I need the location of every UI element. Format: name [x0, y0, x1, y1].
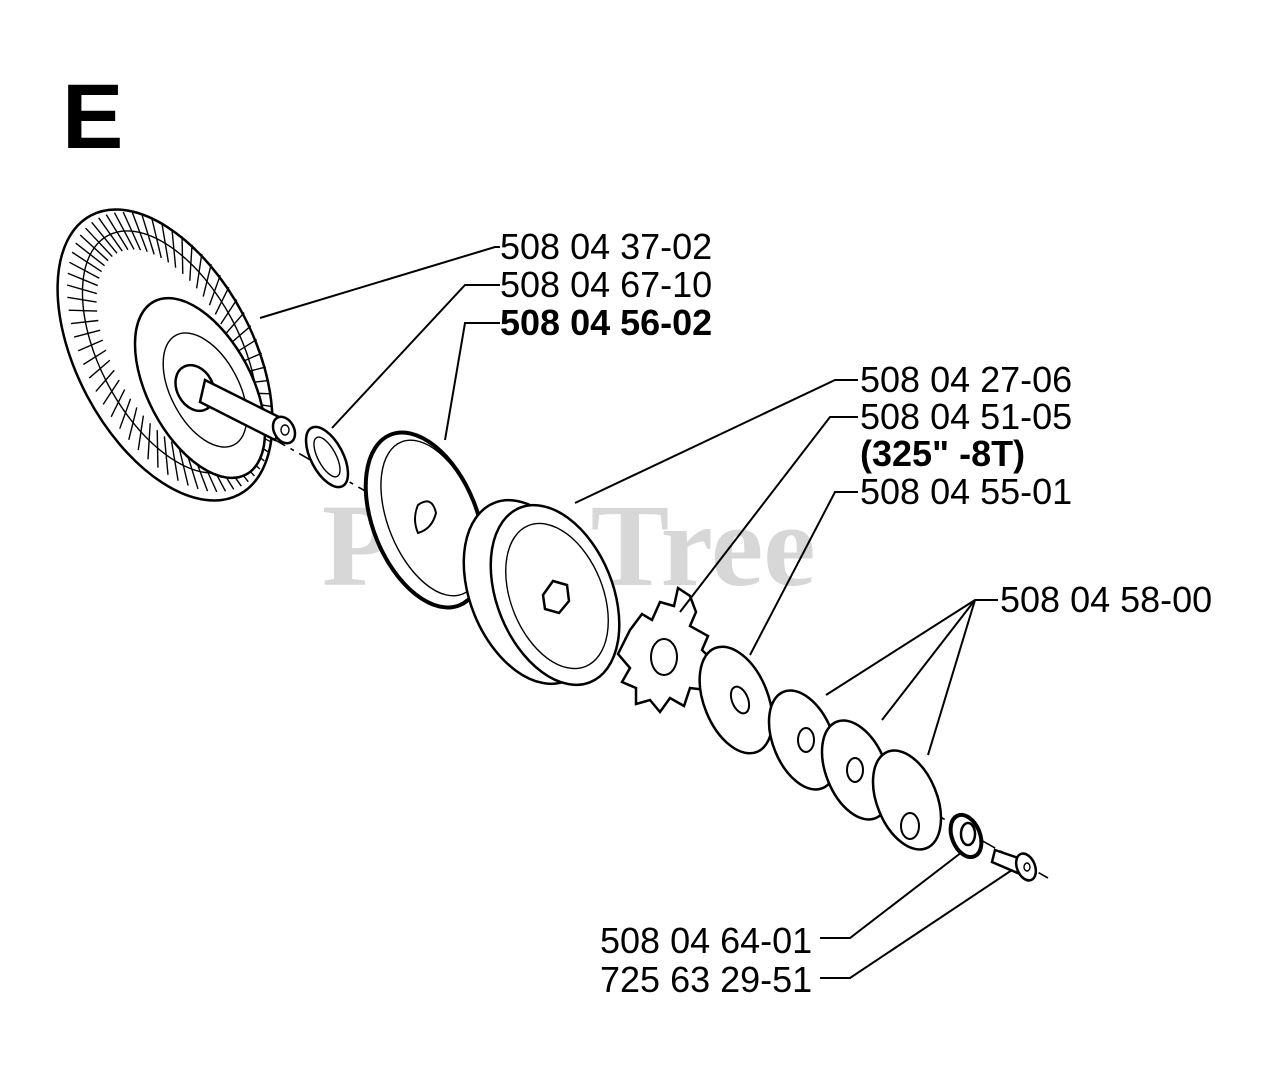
gear-tooth	[71, 251, 102, 273]
gear-tooth	[137, 415, 145, 451]
gear-tooth	[128, 407, 138, 440]
part-label-screw[interactable]: 725 63 29-51	[600, 959, 812, 1000]
washer-ring-drawing	[304, 425, 350, 489]
gear-tooth	[170, 441, 179, 481]
gear-tooth	[102, 379, 120, 405]
part-label-bevel-gear[interactable]: 508 04 37-02	[500, 226, 712, 267]
thrust-washer-drawing	[698, 645, 774, 755]
gear-tooth	[78, 339, 104, 352]
gear-tooth	[75, 242, 105, 267]
section-letter: E	[62, 66, 123, 168]
gear-tooth	[82, 349, 107, 366]
gear-tooth	[113, 212, 135, 250]
gear-tooth	[189, 244, 193, 281]
gear-tooth	[98, 217, 123, 252]
part-label-thrust-washer[interactable]: 508 04 55-01	[860, 471, 1072, 512]
gear-tooth	[163, 436, 169, 475]
gear-tooth	[67, 296, 97, 303]
gear-tooth	[119, 398, 132, 429]
gear-tooth	[105, 214, 129, 251]
leader-lines	[259, 246, 1013, 979]
gear-tooth	[229, 325, 252, 345]
gear-tooth	[66, 284, 98, 295]
gear-tooth	[156, 430, 159, 468]
gear-tooth	[67, 272, 98, 287]
part-label-washer-ring[interactable]: 508 04 67-10	[500, 264, 712, 305]
gear-tooth	[70, 319, 99, 325]
gear-tooth	[73, 329, 101, 338]
gear-tooth	[161, 223, 170, 263]
gear-tooth	[220, 299, 238, 325]
part-label-sprocket[interactable]: 508 04 51-05	[860, 396, 1072, 437]
gear-tooth	[69, 261, 100, 279]
gear-tooth	[91, 221, 118, 254]
gear-tooth	[141, 214, 155, 255]
gear-tooth	[131, 212, 148, 253]
gear-tooth	[68, 309, 98, 312]
screw-drawing	[990, 848, 1038, 882]
cover-plate-drawing	[363, 430, 487, 610]
gear-tooth	[181, 236, 184, 274]
gear-tooth	[151, 218, 162, 259]
part-label-bearing[interactable]: 508 04 64-01	[600, 920, 812, 961]
gear-tooth	[195, 253, 203, 289]
gear-tooth	[225, 312, 245, 335]
part-label-cover-plate[interactable]: 508 04 56-02	[500, 302, 712, 343]
gear-tooth	[122, 211, 142, 251]
gear-tooth	[178, 445, 189, 486]
bevel-gear-drawing	[56, 208, 297, 502]
gear-tooth	[85, 227, 113, 258]
drum-drawing	[462, 498, 621, 687]
gear-tooth	[88, 359, 111, 379]
gear-tooth	[202, 264, 212, 297]
gear-tooth	[208, 275, 221, 306]
part-label-sprocket-spec: (325" -8T)	[860, 433, 1025, 474]
washers-drawing	[767, 689, 943, 851]
gear-tooth	[147, 423, 151, 460]
gear-tooth	[79, 234, 109, 262]
gear-tooth	[171, 229, 177, 268]
part-label-drum[interactable]: 508 04 27-06	[860, 359, 1072, 400]
gear-tooth	[110, 389, 126, 418]
bearing-drawing	[948, 812, 984, 860]
gear-tooth	[95, 369, 115, 392]
part-label-washers[interactable]: 508 04 58-00	[1000, 579, 1212, 620]
gear-tooth	[214, 286, 230, 315]
